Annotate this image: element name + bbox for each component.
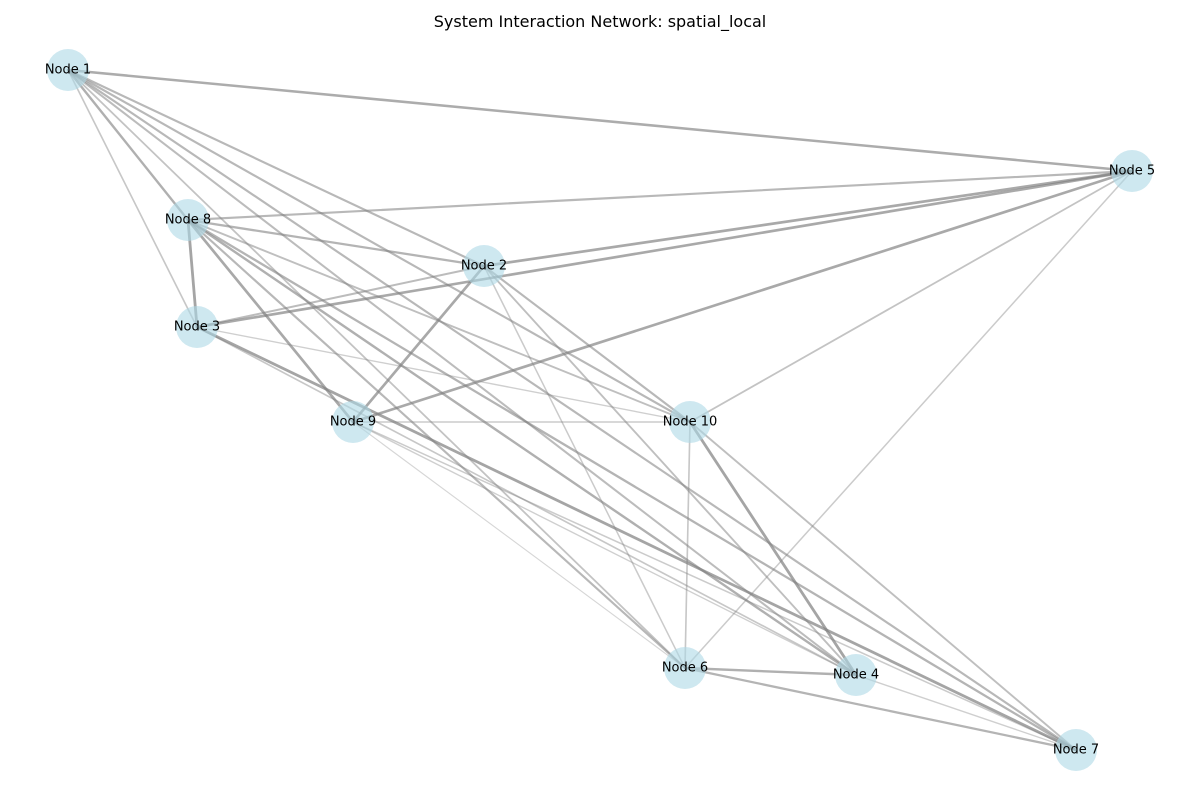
edge-n1-n7	[66, 68, 1078, 752]
node-circle	[835, 654, 877, 696]
node-n1: Node 1	[45, 49, 91, 91]
node-n9: Node 9	[330, 401, 376, 443]
edge-n3-n10	[196, 326, 691, 423]
node-label: Node 10	[663, 415, 718, 430]
node-label: Node 4	[833, 668, 879, 683]
edge-n4-n7	[855, 674, 1077, 751]
node-n2: Node 2	[461, 245, 507, 287]
node-circle	[1111, 150, 1153, 192]
edge-n2-n6	[483, 265, 686, 669]
edge-n3-n5	[195, 169, 1134, 329]
edge-n10-n7	[689, 421, 1077, 751]
node-label: Node 7	[1053, 743, 1099, 758]
edge-n9-n7	[352, 421, 1077, 751]
edge-n5-n6	[684, 170, 1133, 669]
node-circle	[176, 306, 218, 348]
node-label: Node 1	[45, 63, 91, 78]
edge-n8-n6	[186, 218, 687, 670]
node-n6: Node 6	[662, 647, 708, 689]
edge-n8-n7	[186, 218, 1078, 752]
node-n7: Node 7	[1053, 729, 1099, 771]
node-label: Node 9	[330, 415, 376, 430]
edge-n2-n10	[482, 264, 692, 424]
edge-n1-n10	[66, 68, 692, 424]
node-circle	[664, 647, 706, 689]
node-label: Node 6	[662, 661, 708, 676]
edge-n1-n8	[66, 68, 190, 222]
edge-n3-n4	[196, 326, 857, 676]
edge-n2-n3	[195, 264, 486, 329]
edge-n1-n6	[67, 69, 686, 669]
node-n5: Node 5	[1109, 150, 1155, 192]
edge-n1-n2	[66, 68, 486, 268]
diagram-title: System Interaction Network: spatial_loca…	[433, 12, 767, 31]
node-circle	[332, 401, 374, 443]
nodes-layer: Node 1 Node 2 Node 3 Node 4 Node 5 Node 6 Node…	[45, 49, 1155, 771]
edge-n9-n5	[351, 169, 1134, 424]
edge-n2-n5	[482, 169, 1134, 268]
edge-n8-n2	[186, 218, 486, 268]
edge-n3-n7	[195, 325, 1078, 752]
edge-n8-n5	[186, 169, 1134, 222]
node-n10: Node 10	[663, 401, 718, 443]
edges-layer	[66, 68, 1134, 752]
node-n4: Node 4	[833, 654, 879, 696]
node-n8: Node 8	[165, 199, 211, 241]
node-circle	[167, 199, 209, 241]
edge-n2-n4	[483, 265, 857, 676]
node-circle	[463, 245, 505, 287]
edge-n6-n4	[683, 666, 858, 677]
edge-n1-n5	[66, 68, 1134, 173]
node-label: Node 3	[174, 320, 220, 335]
edge-n10-n4	[688, 420, 858, 677]
edge-n6-n7	[683, 666, 1078, 752]
node-circle	[1055, 729, 1097, 771]
node-label: Node 2	[461, 259, 507, 274]
edge-n2-n9	[351, 264, 486, 424]
edge-n1-n3	[67, 69, 198, 328]
edge-n10-n5	[689, 170, 1133, 423]
node-circle	[47, 49, 89, 91]
edge-n1-n4	[66, 68, 858, 677]
edge-n9-n4	[352, 421, 857, 676]
node-label: Node 5	[1109, 164, 1155, 179]
edge-n9-n6	[352, 421, 686, 669]
edge-n8-n4	[186, 218, 858, 677]
edge-n10-n6	[684, 421, 691, 669]
node-n3: Node 3	[174, 306, 220, 348]
node-circle	[669, 401, 711, 443]
node-label: Node 8	[165, 213, 211, 228]
